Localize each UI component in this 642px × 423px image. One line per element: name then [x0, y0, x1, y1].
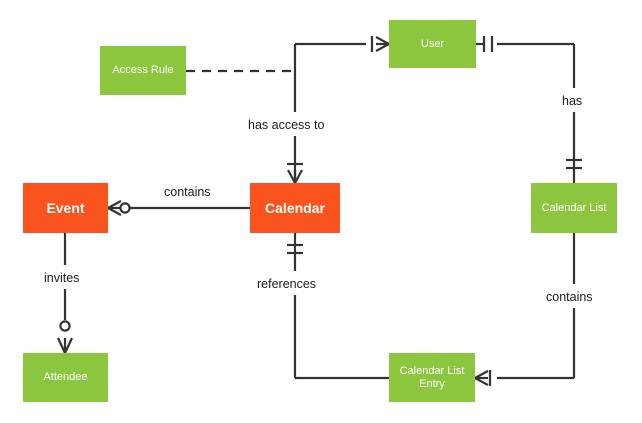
line-event-contains-calendar: [107, 200, 250, 216]
entity-label: Event: [46, 199, 85, 216]
entity-label: Attendee: [43, 371, 88, 384]
line-user-has-calendar-list: [476, 36, 582, 183]
line-calendar-references-entry: [287, 233, 389, 380]
line-user-has-access-to-calendar: [287, 36, 390, 184]
line-event-invites-attendee: [57, 233, 73, 354]
entity-event[interactable]: Event: [23, 183, 108, 233]
relationship-label-has-access-to: has access to: [248, 118, 325, 132]
relationship-label-contains-event-calendar: contains: [164, 185, 211, 199]
entity-label: User: [420, 37, 445, 50]
relationship-label-has: has: [562, 94, 583, 108]
line-calendar-list-contains-entry: [474, 233, 576, 386]
entity-calendar-list-entry[interactable]: Calendar List Entry: [389, 353, 475, 402]
relationship-label-invites: invites: [44, 271, 80, 285]
relationship-label-references: references: [257, 277, 317, 291]
entity-user[interactable]: User: [389, 20, 476, 68]
entity-label: Calendar List: [541, 201, 607, 214]
relationship-label-contains-list-entry: contains: [546, 290, 593, 304]
entity-calendar[interactable]: Calendar: [250, 183, 340, 233]
entity-calendar-list[interactable]: Calendar List: [531, 183, 617, 233]
entity-attendee[interactable]: Attendee: [23, 353, 108, 402]
entity-label: Access Rule: [112, 64, 174, 77]
entity-label: Calendar: [265, 199, 325, 216]
entity-label: Calendar List Entry: [399, 364, 465, 390]
entity-access-rule[interactable]: Access Rule: [100, 46, 186, 95]
